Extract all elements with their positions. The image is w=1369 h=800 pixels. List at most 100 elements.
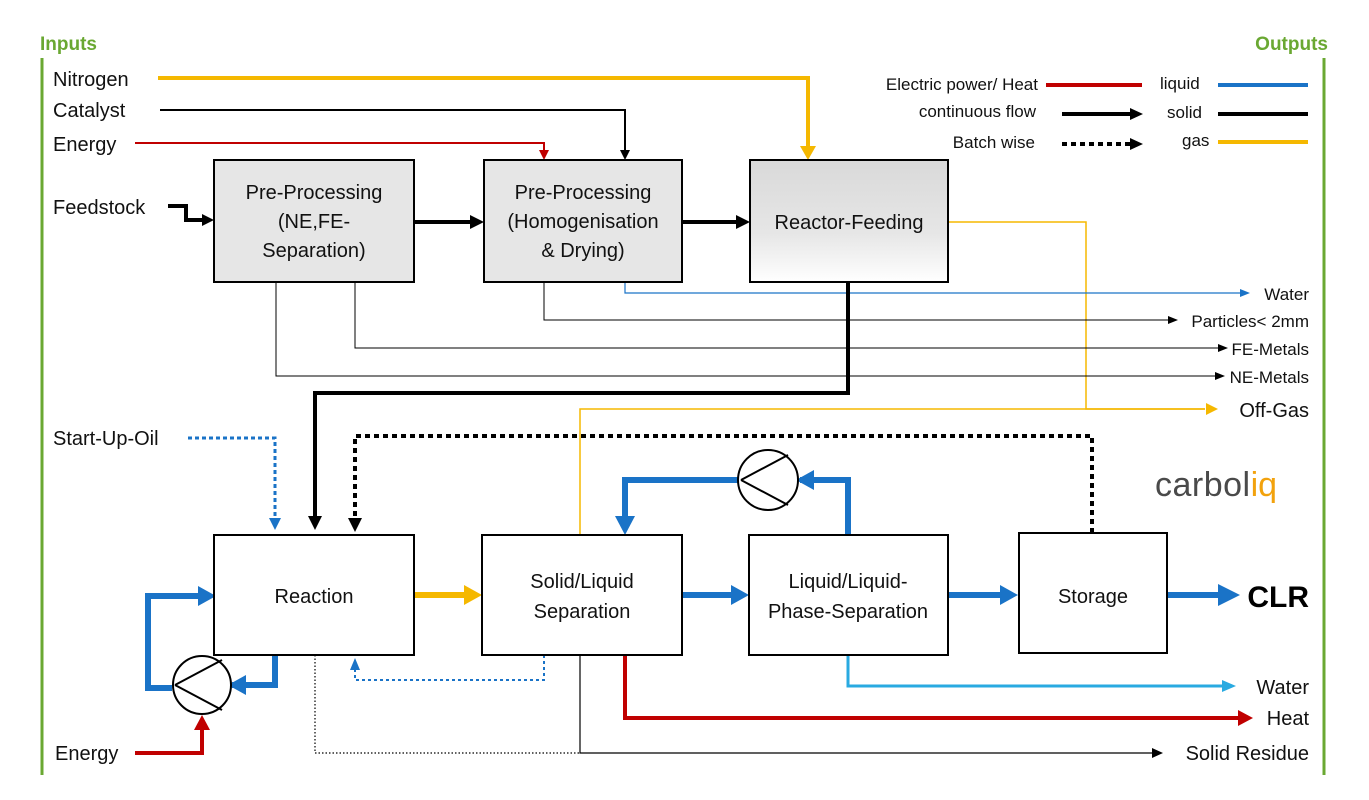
lls-pump-triangle <box>740 454 789 506</box>
solid-residue-line <box>579 655 1152 754</box>
reaction-loop-pump-arrowhead <box>228 675 246 695</box>
outputs-header: Outputs <box>1255 34 1328 55</box>
input-energy-bottom: Energy <box>55 743 118 765</box>
box-pre-processing-1: Pre-Processing (NE,FE- Separation) <box>213 159 415 283</box>
lls-pump-icon <box>737 449 799 511</box>
reaction-loop-out-line <box>232 655 278 688</box>
solid-residue-dotted-line <box>314 655 580 754</box>
legend-solid-label: solid <box>1167 103 1202 122</box>
legend-liquid-label: liquid <box>1160 74 1200 93</box>
output-ne-metals: NE-Metals <box>1230 368 1309 387</box>
ne-metals-line <box>275 282 1215 377</box>
legend-gas-label: gas <box>1182 131 1209 150</box>
sls-return-dotted-line <box>354 655 545 681</box>
input-energy-top: Energy <box>53 134 116 156</box>
water-bottom-arrowhead <box>1222 680 1236 692</box>
feeding-label: Reactor-Feeding <box>775 212 924 234</box>
reaction-loop-back-arrowhead <box>198 586 216 606</box>
input-nitrogen: Nitrogen <box>53 69 129 91</box>
reaction-loop-back-line <box>145 593 200 691</box>
pre2-line2: (Homogenisation <box>507 211 658 233</box>
pre2-to-feeding-arrowhead <box>736 215 750 229</box>
lls-line1: Liquid/Liquid- <box>789 571 908 593</box>
output-offgas: Off-Gas <box>1239 400 1309 422</box>
pre1-line3: Separation) <box>262 240 365 262</box>
input-catalyst: Catalyst <box>53 100 126 122</box>
heat-line <box>623 655 1238 720</box>
output-solid-residue: Solid Residue <box>1186 743 1309 765</box>
output-clr: CLR <box>1247 581 1309 614</box>
heat-arrowhead <box>1238 710 1253 726</box>
water-bottom-line <box>846 655 1222 688</box>
nitrogen-arrowhead <box>800 146 816 160</box>
storage-to-clr-arrowhead <box>1218 584 1240 606</box>
box-reactor-feeding: Reactor-Feeding <box>749 159 949 283</box>
box-pre-processing-2: Pre-Processing (Homogenisation & Drying) <box>483 159 683 283</box>
sls-return-arrowhead <box>350 658 360 670</box>
energy-bottom-line <box>135 728 204 755</box>
feeding-offgas-line <box>948 221 1205 410</box>
pre1-line2: (NE,FE- <box>278 211 350 233</box>
fe-metals-line <box>354 282 1218 349</box>
lls-line2: Phase-Separation <box>768 601 928 623</box>
fe-metals-arrowhead <box>1218 344 1228 352</box>
sls-to-lls-arrowhead <box>731 585 749 605</box>
lls-recycle-back-arrowhead <box>615 516 635 535</box>
storage-return-dotted-line <box>353 434 1094 533</box>
output-heat: Heat <box>1267 708 1310 730</box>
pre1-to-pre2-arrowhead <box>470 215 484 229</box>
reaction-pump-icon <box>172 655 232 715</box>
water-top-arrowhead <box>1240 289 1250 297</box>
logo-part1: carbol <box>1155 466 1251 504</box>
catalyst-line <box>160 109 626 152</box>
box-reaction: Reaction <box>213 534 415 656</box>
feeding-to-reaction-line <box>313 282 850 518</box>
carboliq-logo-text: carboliq <box>1155 466 1277 504</box>
legend-continuous-arrowhead <box>1130 108 1143 120</box>
reaction-to-sls-arrowhead <box>464 585 482 605</box>
lls-recycle-arrowhead <box>796 470 814 490</box>
solid-residue-arrowhead <box>1152 748 1163 758</box>
input-feedstock: Feedstock <box>53 197 146 219</box>
particles-line <box>543 282 1168 321</box>
energy-top-line <box>135 142 545 152</box>
logo-part2: iq <box>1251 466 1277 504</box>
feedstock-arrowhead <box>202 214 214 226</box>
reaction-label: Reaction <box>275 586 354 608</box>
input-startup-oil: Start-Up-Oil <box>53 428 159 450</box>
output-particles: Particles< 2mm <box>1191 312 1309 331</box>
output-water-top: Water <box>1264 285 1309 304</box>
feeding-to-reaction-arrowhead <box>308 516 322 530</box>
box-solid-liquid-separation: Solid/Liquid Separation <box>481 534 683 656</box>
storage-label: Storage <box>1058 586 1128 608</box>
lls-to-storage-arrowhead <box>1000 585 1018 605</box>
energy-bottom-arrowhead <box>194 715 210 730</box>
particles-arrowhead <box>1168 316 1178 324</box>
ne-metals-arrowhead <box>1215 372 1225 380</box>
offgas-arrowhead <box>1206 403 1218 415</box>
water-top-line <box>624 282 1240 294</box>
output-fe-metals: FE-Metals <box>1232 340 1309 359</box>
legend: Electric power/ Heat continuous flow Bat… <box>886 74 1308 152</box>
legend-continuous-label: continuous flow <box>919 102 1037 121</box>
lls-recycle-line <box>800 477 851 535</box>
pre2-line1: Pre-Processing <box>515 182 652 204</box>
box-storage: Storage <box>1018 532 1168 654</box>
sls-line2: Separation <box>534 601 631 623</box>
catalyst-arrowhead <box>620 150 630 160</box>
inputs-header: Inputs <box>40 34 97 55</box>
box-liquid-liquid-separation: Liquid/Liquid- Phase-Separation <box>748 534 949 656</box>
energy-top-arrowhead <box>539 150 549 160</box>
startup-oil-arrowhead <box>269 518 281 530</box>
legend-batch-arrowhead <box>1130 138 1143 150</box>
legend-batch-label: Batch wise <box>953 133 1035 152</box>
pre2-line3: & Drying) <box>541 240 624 262</box>
carboliq-logo: carboliq <box>1155 466 1277 504</box>
feedstock-line <box>168 204 204 222</box>
legend-electric-label: Electric power/ Heat <box>886 75 1038 94</box>
startup-oil-dotted-line <box>188 436 277 520</box>
storage-return-arrowhead <box>348 518 362 532</box>
pre1-line1: Pre-Processing <box>246 182 383 204</box>
reaction-pump-triangle <box>174 659 223 711</box>
